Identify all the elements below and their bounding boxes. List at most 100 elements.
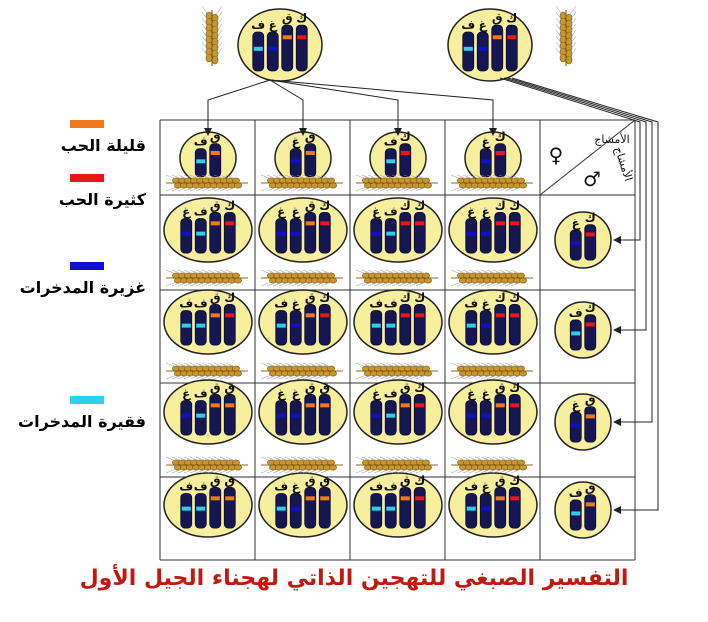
allele-band	[386, 159, 396, 164]
wheat-awn	[355, 374, 367, 380]
allele-letter: ك	[509, 380, 520, 394]
wheat-grain	[211, 55, 219, 65]
wheat-awn	[555, 23, 564, 35]
wheat-awn	[450, 456, 462, 462]
wheat-awn	[260, 281, 272, 287]
chromosome	[209, 211, 222, 254]
chromosome	[413, 393, 426, 436]
wheat-grain	[517, 177, 525, 184]
allele-letter: ف	[569, 486, 583, 500]
allele-letter: ف	[179, 296, 193, 310]
chromosome	[252, 31, 265, 72]
allele-letter: ك	[414, 380, 425, 394]
wheat-awn	[284, 456, 296, 462]
wheat-awn	[225, 174, 237, 180]
wheat-awn	[450, 374, 462, 380]
allele-band	[481, 323, 491, 328]
chromosome	[275, 218, 288, 254]
wheat-awn	[183, 269, 195, 275]
wheat-awn	[486, 269, 498, 275]
wheat-awn	[397, 174, 409, 180]
allele-letter: غ	[182, 386, 191, 400]
cell-ellipse	[163, 197, 253, 263]
chromosome	[289, 493, 302, 529]
wheat-awn	[409, 186, 421, 192]
allele-letter: ف	[194, 135, 208, 149]
wheat-awn	[296, 281, 308, 287]
allele-band	[386, 506, 396, 511]
wheat-awn	[296, 374, 308, 380]
allele-letter: غ	[467, 386, 476, 400]
wheat-awn	[510, 362, 522, 368]
wheat-awn	[504, 362, 516, 368]
allele-band	[510, 496, 520, 501]
allele-band	[291, 506, 301, 511]
wheat-awn	[165, 174, 177, 180]
wheat-awn	[278, 281, 290, 287]
wheat-awn	[367, 468, 379, 474]
offspring-wheat-ear	[355, 174, 438, 192]
wheat-awn	[201, 468, 213, 474]
legend-swatch-blue	[70, 262, 104, 270]
allele-letter: ق	[210, 198, 221, 212]
wheat-awn	[468, 468, 480, 474]
chromosome	[223, 393, 236, 436]
wheat-awn	[474, 374, 486, 380]
offspring-wheat-ear	[165, 362, 248, 380]
wheat-awn	[189, 374, 201, 380]
allele-band	[415, 313, 425, 318]
wheat-awn	[480, 374, 492, 380]
chromosome	[194, 400, 207, 436]
wheat-awn	[290, 281, 302, 287]
wheat-awn	[456, 281, 468, 287]
wheat-awn	[189, 281, 201, 287]
cell-ellipse	[258, 472, 348, 538]
chromosome	[584, 494, 597, 531]
wheat-awn	[379, 281, 391, 287]
allele-band	[276, 323, 286, 328]
allele-band	[305, 221, 315, 226]
wheat-awn	[450, 186, 462, 192]
chromosome	[223, 486, 236, 529]
wheat-awn	[320, 468, 332, 474]
allele-band	[495, 496, 505, 501]
chromosome	[465, 310, 478, 346]
offspring-wheat-ear	[165, 174, 248, 192]
wheat-awn	[379, 468, 391, 474]
cell-ellipse	[448, 197, 538, 263]
wheat-awn	[456, 174, 468, 180]
wheat-awn	[296, 174, 308, 180]
wheat-awn	[403, 186, 415, 192]
wheat-grain	[327, 272, 335, 279]
wheat-awn	[225, 269, 237, 275]
wheat-awn	[201, 35, 210, 47]
wheat-awn	[510, 468, 522, 474]
chromosome	[180, 400, 193, 436]
allele-letter: غ	[292, 204, 301, 218]
wheat-awn	[201, 11, 210, 23]
chromosome	[465, 493, 478, 529]
cell-ellipse	[163, 289, 253, 355]
wheat-awn	[195, 281, 207, 287]
allele-letter: غ	[467, 204, 476, 218]
offspring-wheat-ear	[450, 174, 533, 192]
wheat-awn	[219, 374, 231, 380]
allele-letter: ك	[319, 198, 330, 212]
wheat-awn	[207, 186, 219, 192]
allele-band	[305, 496, 315, 501]
wheat-awn	[555, 17, 564, 29]
arrow-to-top-gamete	[269, 79, 402, 136]
offspring-wheat-ear	[260, 174, 343, 192]
allele-letter: ك	[414, 198, 425, 212]
allele-letter: غ	[572, 398, 581, 412]
chromosome	[462, 31, 475, 72]
wheat-awn	[266, 186, 278, 192]
wheat-awn	[391, 468, 403, 474]
allele-letter: ق	[224, 473, 235, 487]
chromosome	[399, 393, 412, 436]
allele-letter: ف	[179, 479, 193, 493]
